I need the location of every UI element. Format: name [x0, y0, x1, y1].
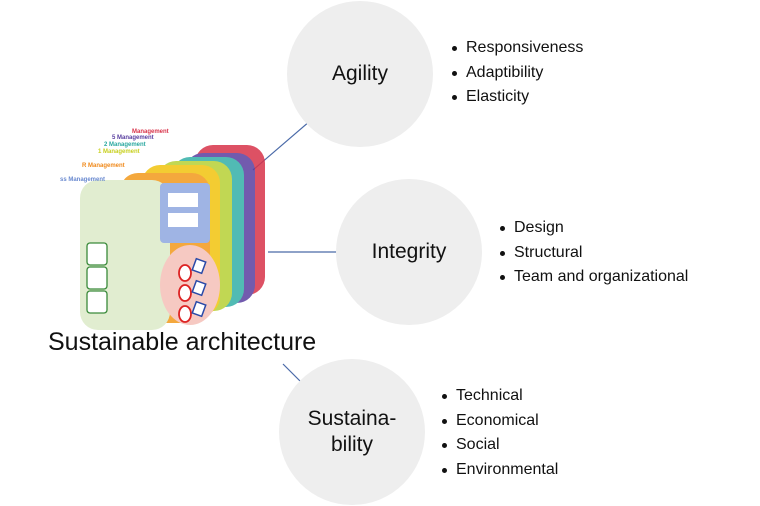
picture-label: ss Management: [60, 177, 105, 183]
connector-sustainability: [282, 363, 301, 382]
sustainability-list: Technical Economical Social Environmenta…: [442, 384, 558, 482]
picture-label: 2 Management: [104, 142, 146, 148]
list-item: Adaptibility: [452, 61, 583, 86]
list-item: Technical: [442, 384, 558, 409]
picture-label: 1 Management: [98, 149, 140, 155]
architecture-layers-image: ss Management R Management 1 Management …: [60, 129, 265, 330]
list-item: Responsiveness: [452, 36, 583, 61]
node-label: Agility: [331, 62, 389, 85]
list-item: Elasticity: [452, 85, 583, 110]
list-item: Social: [442, 433, 558, 458]
picture-label: R Management: [82, 163, 125, 169]
node-label-line: bility: [330, 433, 373, 456]
node-sustainability: Sustaina- bility: [279, 359, 425, 505]
integrity-list: Design Structural Team and organizationa…: [500, 216, 688, 290]
list-item: Economical: [442, 409, 558, 434]
list-item: Team and organizational: [500, 265, 688, 290]
list-item: Structural: [500, 241, 688, 266]
node-label-line: Sustaina-: [307, 407, 397, 430]
list-item: Design: [500, 216, 688, 241]
picture-label: Management: [132, 129, 169, 135]
list-item: Environmental: [442, 458, 558, 483]
diagram-title: Sustainable architecture: [48, 328, 317, 356]
node-integrity: Integrity: [336, 179, 482, 325]
agility-list: Responsiveness Adaptibility Elasticity: [452, 36, 583, 110]
node-agility: Agility: [287, 1, 433, 147]
node-label: Integrity: [371, 240, 447, 263]
picture-label: 5 Management: [112, 135, 154, 141]
